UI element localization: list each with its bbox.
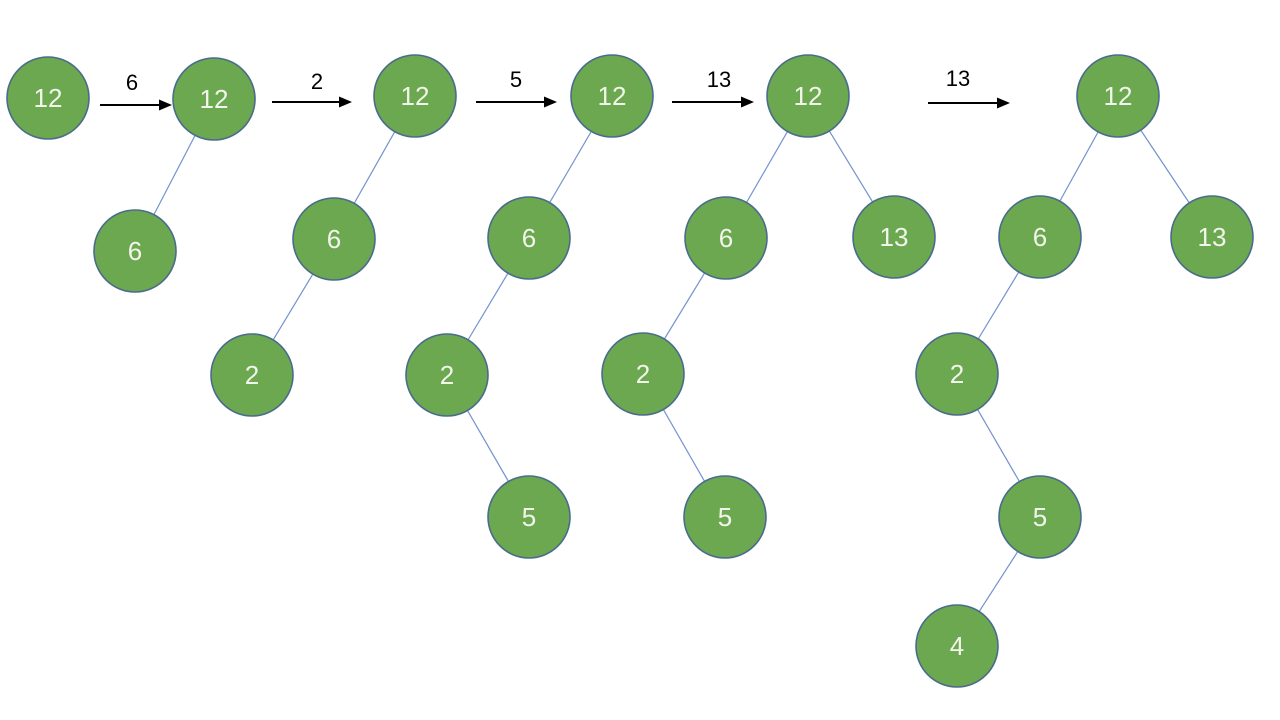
insert-arrow: 2: [272, 69, 352, 108]
tree-node-value: 6: [128, 236, 142, 266]
tree-node-6: [292, 197, 376, 281]
tree-node-value: 2: [245, 360, 259, 390]
tree-node-5: [683, 475, 767, 559]
tree-step-4: 12 6 2 5: [405, 54, 654, 559]
tree-node-value: 5: [1033, 502, 1047, 532]
tree-node-12: [172, 57, 256, 141]
insert-arrow-label: 13: [946, 66, 970, 91]
tree-step-2: 12 6: [93, 57, 256, 293]
tree-node-2: [210, 333, 294, 417]
tree-node-13: [1170, 195, 1254, 279]
tree-node-2: [915, 332, 999, 416]
tree-node-5: [487, 475, 571, 559]
tree-node-2: [601, 332, 685, 416]
tree-node-value: 12: [200, 84, 229, 114]
tree-node-6: [487, 196, 571, 280]
insert-arrow-label: 13: [707, 67, 731, 92]
tree-node-value: 6: [1033, 222, 1047, 252]
tree-node-value: 13: [880, 222, 909, 252]
tree-node-value: 12: [794, 81, 823, 111]
tree-node-value: 4: [950, 631, 964, 661]
tree-node-value: 6: [522, 223, 536, 253]
tree-node-value: 13: [1198, 222, 1227, 252]
tree-node-12: [766, 54, 850, 138]
insert-arrow: 13: [928, 66, 1010, 109]
tree-node-value: 12: [598, 81, 627, 111]
tree-step-3: 12 6 2: [210, 54, 457, 417]
tree-node-12: [1076, 54, 1160, 138]
tree-node-13: [852, 195, 936, 279]
tree-node-value: 6: [327, 224, 341, 254]
tree-node-value: 5: [522, 502, 536, 532]
tree-step-1: 12: [6, 56, 90, 140]
tree-node-value: 12: [34, 83, 63, 113]
tree-step-6: 12 6 13 2 5 4: [915, 54, 1254, 688]
insert-arrow-label: 5: [510, 67, 522, 92]
tree-node-value: 2: [440, 360, 454, 390]
tree-node-value: 2: [950, 359, 964, 389]
insert-arrow-head-icon: [159, 99, 172, 111]
tree-node-value: 2: [636, 359, 650, 389]
tree-node-6: [684, 196, 768, 280]
insert-arrow-label: 2: [311, 69, 323, 94]
insert-arrow-head-icon: [997, 97, 1010, 109]
tree-node-4: [915, 604, 999, 688]
tree-node-5: [998, 475, 1082, 559]
tree-node-value: 12: [401, 81, 430, 111]
tree-node-6: [998, 195, 1082, 279]
tree-node-12: [373, 54, 457, 138]
insert-arrow-head-icon: [339, 96, 352, 108]
tree-step-5: 12 6 13 2 5: [601, 54, 936, 559]
insert-arrow: 13: [672, 67, 754, 108]
insert-arrow-label: 6: [126, 70, 138, 95]
tree-node-2: [405, 333, 489, 417]
tree-node-value: 5: [718, 502, 732, 532]
tree-node-value: 12: [1104, 81, 1133, 111]
insert-arrow-head-icon: [544, 96, 557, 108]
tree-node-12: [6, 56, 90, 140]
tree-node-value: 6: [719, 223, 733, 253]
insert-arrow-head-icon: [741, 96, 754, 108]
insert-arrow: 5: [476, 67, 557, 108]
tree-node-12: [570, 54, 654, 138]
insert-arrow: 6: [100, 70, 172, 111]
tree-node-6: [93, 209, 177, 293]
